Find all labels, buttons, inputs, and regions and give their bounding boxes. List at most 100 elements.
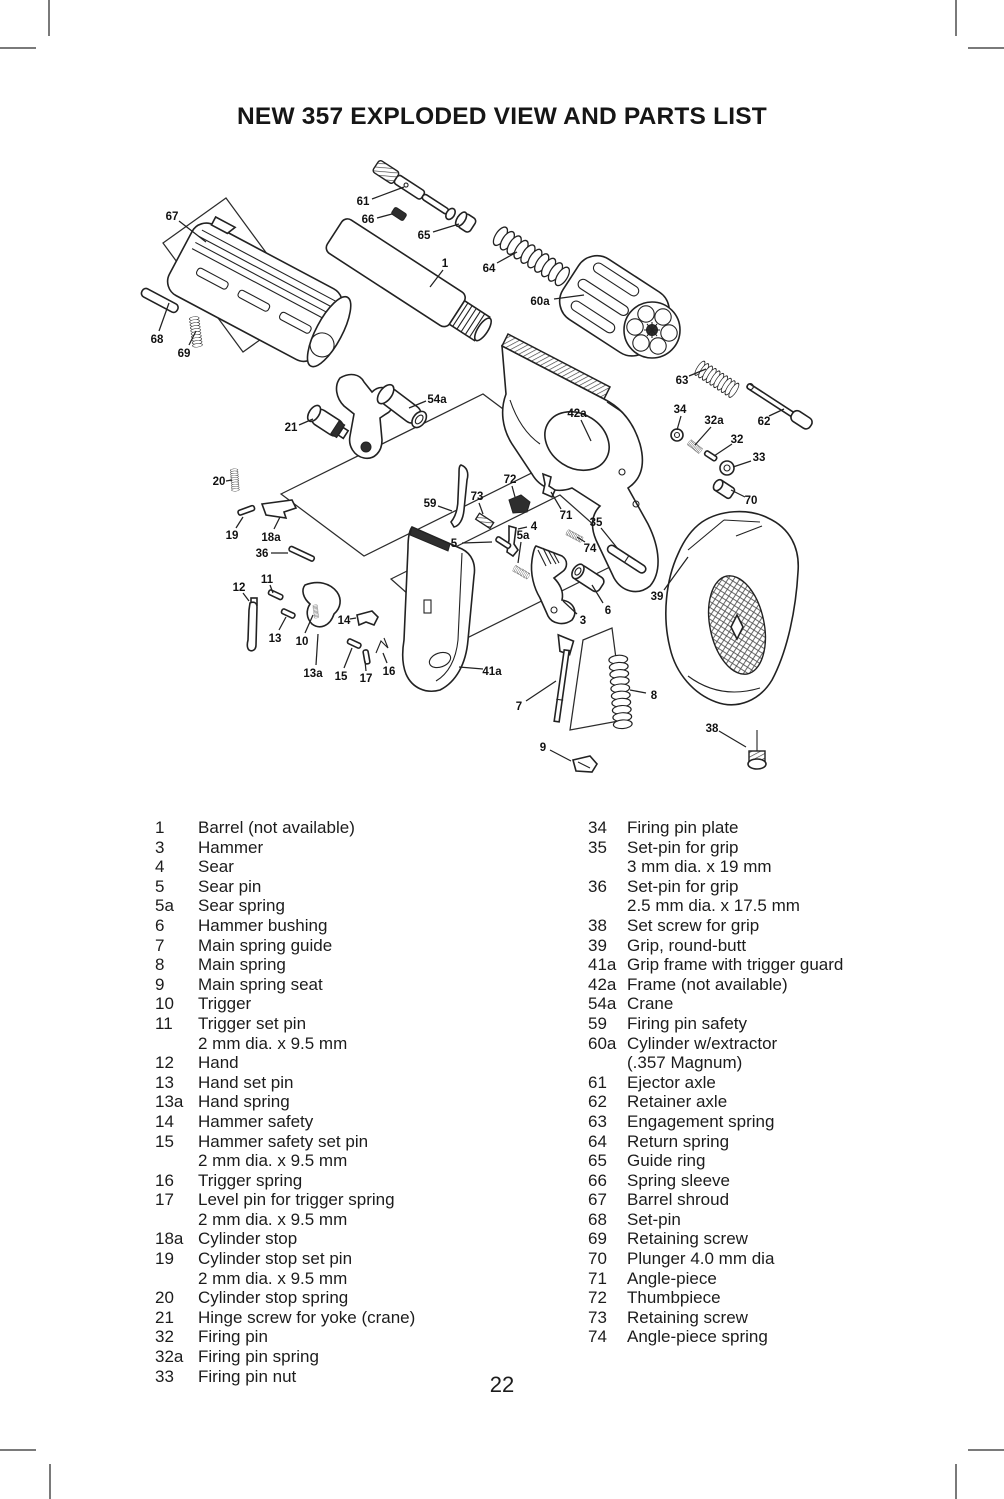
part-name: Sear spring — [198, 896, 285, 916]
part-name: Cylinder stop spring — [198, 1288, 349, 1308]
callout-label-42a: 42a — [567, 408, 587, 420]
part-number: 36 — [588, 876, 607, 896]
part-trigger-set-pin — [267, 589, 284, 601]
parts-list-item: 59 Firing pin safety — [588, 1014, 998, 1034]
leader-line-20 — [225, 479, 233, 482]
callout-label-16: 16 — [383, 666, 396, 678]
part-grip-frame — [401, 526, 476, 692]
part-name: Grip frame with trigger guard — [627, 955, 844, 975]
callout-label-15: 15 — [335, 671, 348, 683]
part-name: Cylinder stop — [198, 1229, 298, 1249]
callout-label-11: 11 — [261, 574, 274, 586]
part-name: Crane — [627, 994, 674, 1014]
parts-list-item: 18a Cylinder stop — [155, 1229, 575, 1249]
part-firing-pin-safety — [450, 464, 469, 528]
part-number: 61 — [588, 1072, 607, 1092]
leader-line-21 — [298, 418, 314, 426]
leader-line-13a — [315, 633, 319, 666]
callout-label-20: 20 — [213, 476, 226, 488]
part-name: Sear pin — [198, 876, 262, 896]
part-number: 17 — [155, 1190, 174, 1210]
part-set-pin-grip — [606, 544, 647, 574]
part-number: 20 — [155, 1288, 174, 1308]
callout-label-7: 7 — [516, 701, 522, 713]
leader-line-59 — [437, 505, 453, 512]
part-number: 66 — [588, 1170, 607, 1190]
part-cylinder-stop-set-pin — [237, 504, 256, 516]
callout-label-69: 69 — [178, 348, 191, 360]
part-name: Hammer bushing — [198, 915, 328, 935]
part-trigger-spring — [375, 637, 389, 654]
crop-mark-bottom-left-v — [49, 1464, 51, 1499]
part-number: 4 — [155, 857, 165, 877]
leader-line-8 — [629, 689, 647, 694]
part-detail: 2 mm dia. x 9.5 mm — [198, 1151, 348, 1171]
part-number: 72 — [588, 1288, 607, 1308]
leader-line-66 — [376, 213, 393, 219]
crop-mark-top-right-v — [955, 0, 957, 36]
part-hand-set-pin — [280, 608, 296, 619]
part-name: Firing pin safety — [627, 1013, 747, 1033]
part-sear-pin — [495, 536, 512, 550]
part-number: 1 — [155, 818, 165, 837]
part-name: Hammer safety — [198, 1111, 314, 1131]
part-crane — [335, 373, 428, 460]
part-number: 34 — [588, 818, 607, 837]
callout-label-71: 71 — [560, 510, 573, 522]
callout-label-72: 72 — [504, 474, 517, 486]
part-number: 18a — [155, 1229, 184, 1249]
callout-label-19: 19 — [226, 530, 239, 542]
callout-label-14: 14 — [338, 615, 351, 627]
part-detail: (.357 Magnum) — [627, 1053, 743, 1073]
callout-label-18a: 18a — [261, 532, 281, 544]
part-firing-pin-nut — [719, 460, 735, 476]
leader-line-9 — [549, 749, 572, 762]
callout-label-35: 35 — [590, 517, 603, 529]
leader-line-61 — [371, 186, 405, 200]
part-name: Hand — [198, 1053, 239, 1073]
leader-line-14 — [349, 617, 357, 620]
callout-label-41a: 41a — [482, 666, 502, 678]
part-name: Retainer axle — [627, 1092, 728, 1112]
part-number: 67 — [588, 1190, 607, 1210]
leader-line-39 — [663, 556, 689, 591]
leader-line-7 — [525, 680, 557, 702]
part-number: 5a — [155, 896, 174, 916]
part-number: 39 — [588, 935, 607, 955]
leader-line-34 — [676, 415, 682, 431]
part-firing-pin-plate — [670, 428, 684, 442]
callout-label-54a: 54a — [427, 394, 447, 406]
part-name: Retaining screw — [627, 1229, 748, 1249]
callout-label-13a: 13a — [303, 668, 323, 680]
callout-label-62: 62 — [758, 416, 771, 428]
leader-line-12 — [242, 592, 250, 602]
part-detail: 2 mm dia. x 9.5 mm — [198, 1033, 348, 1053]
part-engagement-spring — [692, 359, 742, 400]
part-number: 59 — [588, 1013, 607, 1033]
part-number: 8 — [155, 955, 165, 975]
part-name: Retaining screw — [627, 1307, 748, 1327]
part-name: Hand set pin — [198, 1072, 294, 1092]
